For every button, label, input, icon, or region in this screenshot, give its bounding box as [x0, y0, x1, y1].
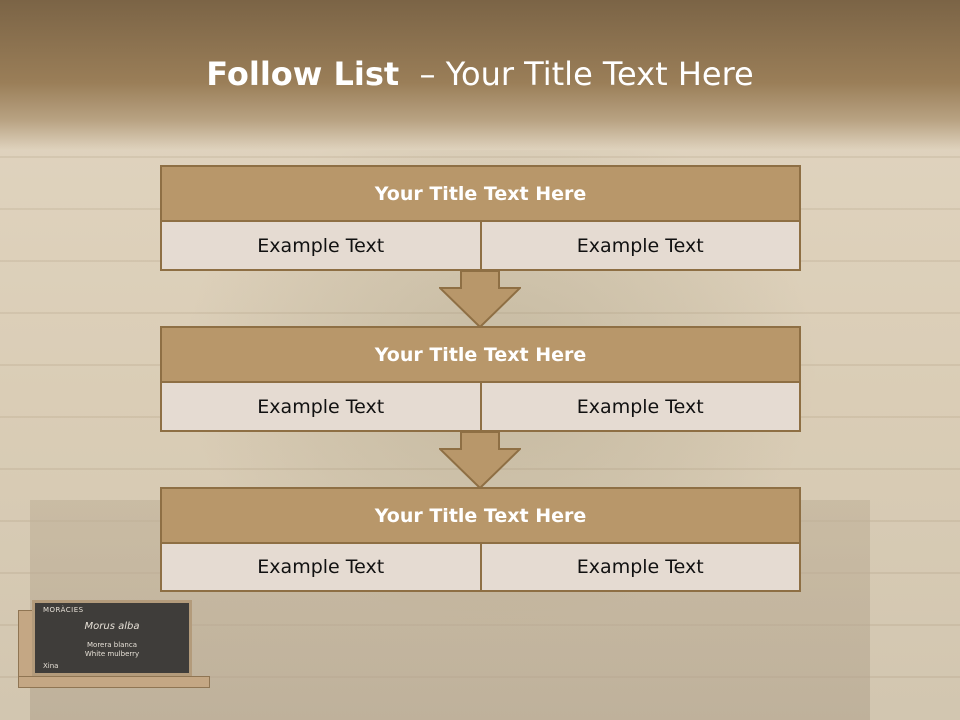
list-block-3: Your Title Text Here Example Text Exampl… [160, 487, 801, 592]
list-block-1: Your Title Text Here Example Text Exampl… [160, 165, 801, 271]
block-title[interactable]: Your Title Text Here [160, 487, 801, 544]
block-cell-left[interactable]: Example Text [160, 544, 482, 592]
plant-common-name-2: White mulberry [84, 650, 140, 658]
plant-origin: Xina [43, 662, 59, 670]
block-cell-left[interactable]: Example Text [160, 222, 482, 271]
plant-family: MORÀCIES [43, 606, 84, 614]
block-title[interactable]: Your Title Text Here [160, 326, 801, 383]
slide-title: Follow List – Your Title Text Here [0, 52, 960, 96]
slide-title-rest: – Your Title Text Here [399, 55, 754, 93]
block-row: Example Text Example Text [160, 544, 801, 592]
block-title[interactable]: Your Title Text Here [160, 165, 801, 222]
block-cell-right[interactable]: Example Text [481, 222, 801, 271]
plant-label-sign: MORÀCIES Morus alba Morera blanca White … [32, 600, 192, 676]
plant-species: Morus alba [84, 621, 140, 632]
down-arrow-icon [439, 431, 521, 489]
block-cell-left[interactable]: Example Text [160, 383, 482, 432]
block-cell-right[interactable]: Example Text [481, 383, 801, 432]
list-block-2: Your Title Text Here Example Text Exampl… [160, 326, 801, 432]
header-band [0, 0, 960, 150]
plant-common-names: Morera blanca White mulberry [35, 641, 189, 659]
plant-common-name-1: Morera blanca [87, 641, 137, 649]
block-row: Example Text Example Text [160, 222, 801, 271]
block-row: Example Text Example Text [160, 383, 801, 432]
down-arrow-icon [439, 270, 521, 328]
block-cell-right[interactable]: Example Text [481, 544, 801, 592]
slide-title-bold: Follow List [206, 55, 400, 93]
sign-base [18, 676, 210, 688]
